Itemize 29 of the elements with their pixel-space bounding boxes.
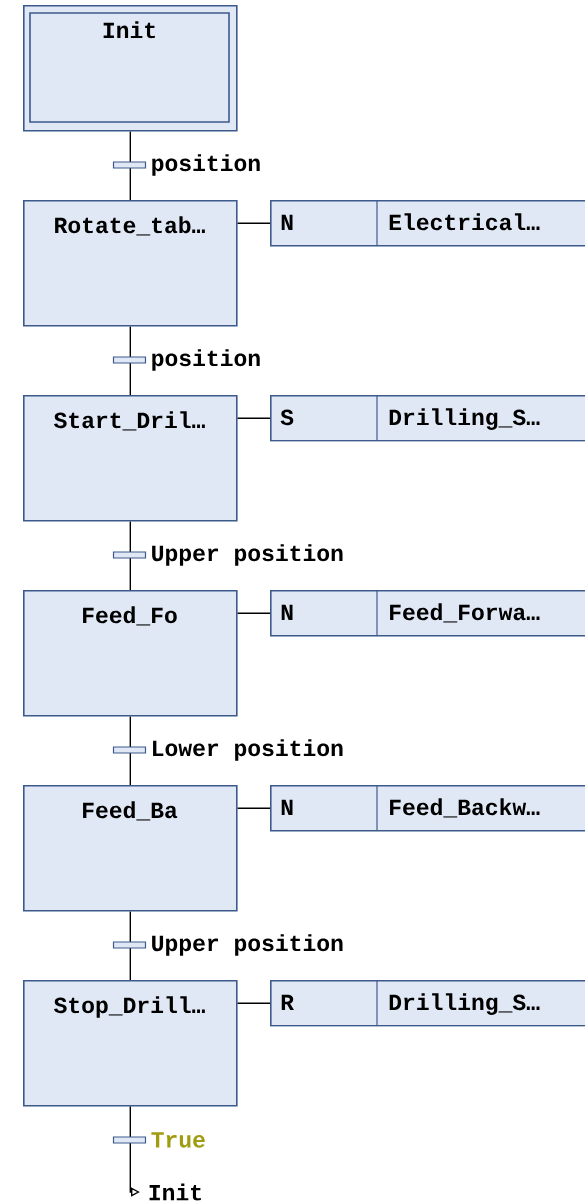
connector-line xyxy=(236,1002,271,1004)
connector-line xyxy=(236,417,271,419)
step-box: Rotate_tab… xyxy=(23,200,238,327)
edge-label: position xyxy=(152,154,260,176)
connector-line xyxy=(236,612,271,614)
connector-line xyxy=(129,130,131,201)
connector-line xyxy=(236,807,271,809)
initial-step-box: Init xyxy=(23,5,238,132)
step-box: Start_Dril… xyxy=(23,395,238,522)
edge-label: True xyxy=(151,1132,205,1148)
action-block: R Drilling_S… xyxy=(270,979,585,1027)
step-box: Feed_Fo xyxy=(23,590,238,717)
edge-label: Lower position xyxy=(153,739,343,761)
action-block: N Feed_Backw… xyxy=(270,784,585,832)
jump-arrow xyxy=(129,1105,140,1197)
connector-line xyxy=(129,715,131,786)
action-block: S Drilling_S… xyxy=(270,394,585,442)
action-block: N Feed_Forwa… xyxy=(270,589,585,637)
edge-label: position xyxy=(152,349,260,371)
connector-line xyxy=(129,910,131,981)
jump-label: Init xyxy=(149,1183,201,1201)
action-block: N Electrical… xyxy=(270,199,585,247)
step-box: Stop_Drill… xyxy=(23,980,238,1107)
connector-line xyxy=(129,325,131,396)
edge-label: Upper position xyxy=(152,544,343,566)
step-box: Feed_Ba xyxy=(23,785,238,912)
edge-label: Upper position xyxy=(152,934,343,956)
connector-line xyxy=(129,520,131,591)
connector-line xyxy=(236,222,271,224)
